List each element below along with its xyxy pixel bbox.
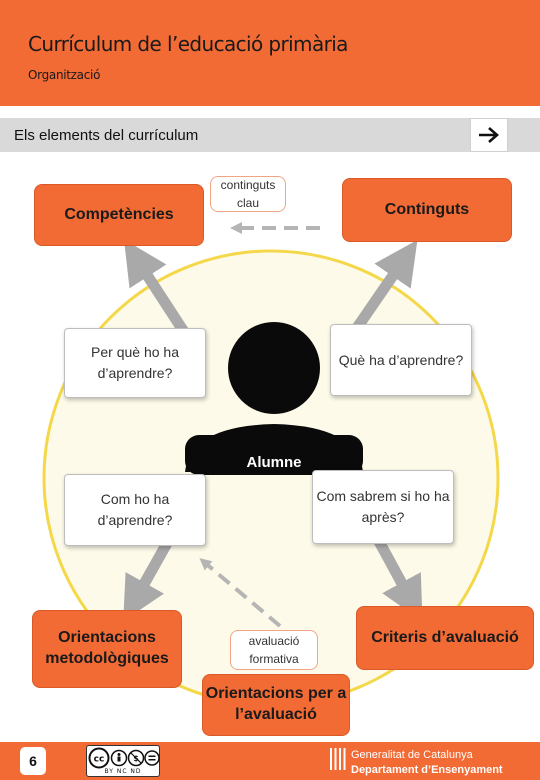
student-shoulders bbox=[185, 424, 363, 472]
page-title: Currículum de l’educació primària bbox=[28, 32, 348, 56]
what-learn-box: Què ha d’aprendre? bbox=[330, 324, 472, 396]
curriculum-diagram: Competències Continguts continguts clau … bbox=[0, 152, 540, 742]
license-label: BY NC ND bbox=[104, 768, 142, 775]
assessment-criteria-label: Criteris d’avaluació bbox=[371, 628, 519, 646]
student-head bbox=[228, 322, 320, 414]
assessment-guidance-label: Orientacions per a l’avaluació bbox=[205, 685, 347, 723]
how-know-label: Com sabrem si ho ha après? bbox=[316, 488, 450, 525]
cc-license-badge[interactable]: cc $ BY NC ND bbox=[86, 745, 160, 777]
formative-assessment-box: avaluació formativa bbox=[230, 630, 318, 670]
org-name: Generalitat de Catalunya bbox=[351, 749, 473, 761]
header-banner bbox=[0, 0, 540, 106]
arrow-top-left bbox=[124, 239, 193, 341]
what-learn-label: Què ha d’aprendre? bbox=[338, 351, 464, 368]
key-contents-label: continguts clau bbox=[220, 178, 276, 210]
how-learn-label: Com ho ha d’aprendre? bbox=[97, 491, 173, 528]
arrow-right-icon bbox=[479, 127, 499, 143]
methodology-label: Orientacions metodològiques bbox=[45, 629, 169, 667]
competencies-box: Competències bbox=[34, 184, 204, 246]
methodology-box: Orientacions metodològiques bbox=[32, 610, 182, 688]
why-learn-label: Per què ho ha d’aprendre? bbox=[91, 344, 179, 381]
dashed-arrow-bottom bbox=[199, 558, 282, 628]
section-title: Els elements del currículum bbox=[14, 127, 199, 144]
assessment-guidance-box: Orientacions per a l’avaluació bbox=[202, 674, 350, 736]
competencies-label: Competències bbox=[64, 205, 174, 223]
contents-box: Continguts bbox=[342, 178, 512, 242]
section-bar bbox=[0, 118, 540, 152]
why-learn-box: Per què ho ha d’aprendre? bbox=[64, 328, 206, 398]
cc-icon: cc $ bbox=[88, 747, 160, 769]
assessment-criteria-box: Criteris d’avaluació bbox=[356, 606, 534, 670]
key-contents-box: continguts clau bbox=[210, 176, 286, 212]
contents-label: Continguts bbox=[384, 200, 470, 218]
how-learn-box: Com ho ha d’aprendre? bbox=[64, 474, 206, 546]
page-number: 6 bbox=[20, 747, 46, 775]
how-know-box: Com sabrem si ho ha après? bbox=[312, 470, 454, 544]
page-subtitle: Organització bbox=[28, 68, 101, 82]
svg-text:cc: cc bbox=[94, 755, 105, 765]
student-label: Alumne bbox=[246, 454, 302, 471]
formative-assessment-label: avaluació formativa bbox=[248, 634, 300, 666]
department-name: Departament d’Ensenyament bbox=[351, 764, 503, 776]
next-button[interactable] bbox=[470, 118, 508, 152]
generalitat-logo-icon bbox=[330, 748, 346, 770]
